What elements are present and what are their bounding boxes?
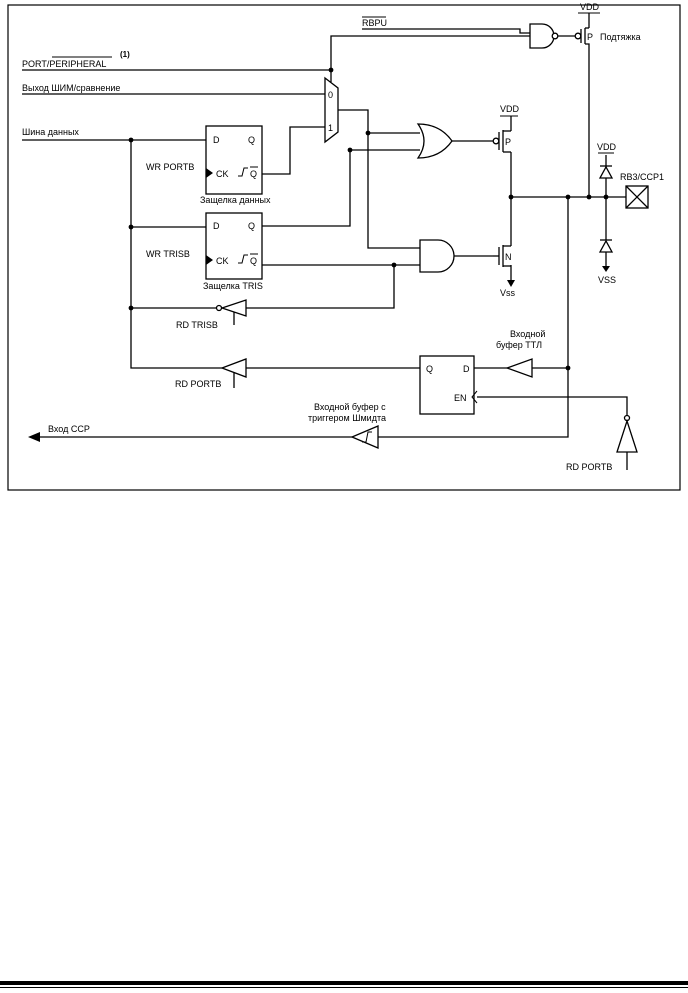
input-latch-en: EN	[454, 393, 467, 403]
data-latch	[205, 125, 263, 195]
data-latch-qbar: Q	[250, 169, 257, 179]
input-latch-d: D	[463, 364, 470, 374]
mux-1-label: 1	[328, 123, 333, 133]
tris-latch	[205, 212, 263, 280]
data-latch-ck: CK	[216, 169, 229, 179]
pullup-p-label: P	[587, 32, 593, 42]
rd-portb-bottom-label: RD PORTB	[566, 462, 612, 472]
ttl-label-2: буфер ТТЛ	[496, 340, 542, 350]
pullup-label: Подтяжка	[600, 32, 641, 42]
rd-portb-left-label: RD PORTB	[175, 379, 221, 389]
wr-portb-label: WR PORTB	[146, 162, 194, 172]
ttl-buffer	[505, 358, 533, 378]
rd-portb-buffer	[220, 358, 247, 388]
nand-gate	[529, 23, 559, 49]
vss-n-label: Vss	[500, 288, 516, 298]
schmitt-buffer	[350, 425, 379, 449]
schmitt-label-2: триггером Шмидта	[308, 413, 386, 423]
n-mos-label: N	[505, 252, 512, 262]
tris-latch-title: Защелка TRIS	[203, 281, 263, 291]
data-latch-title: Защелка данных	[200, 195, 271, 205]
vdd-top-label: VDD	[580, 2, 600, 12]
ccp-input-arrow	[28, 432, 40, 442]
junctions	[128, 67, 609, 371]
tris-latch-ck: CK	[216, 256, 229, 266]
p-mos-label: P	[505, 137, 511, 147]
vss-diode-label: VSS	[598, 275, 616, 285]
tris-latch-d: D	[213, 221, 220, 231]
vdd-p-label: VDD	[500, 104, 520, 114]
vdd-diode-label: VDD	[597, 142, 617, 152]
n-mosfet	[493, 245, 515, 287]
protection-diodes	[598, 152, 614, 272]
footer-rule-thin	[0, 987, 688, 988]
rd-trisb-label: RD TRISB	[176, 320, 218, 330]
ccp-input-label: Вход CCP	[48, 424, 90, 434]
input-latch-q: Q	[426, 364, 433, 374]
data-latch-q: Q	[248, 135, 255, 145]
diagram-frame	[7, 4, 681, 491]
en-inverter	[616, 414, 638, 453]
schmitt-label-1: Входной буфер с	[314, 402, 386, 412]
pin-label: RB3/CCP1	[620, 172, 664, 182]
pin-pad	[625, 185, 649, 209]
ttl-label-1: Входной	[510, 329, 545, 339]
footer-rule-thick	[0, 981, 688, 985]
footnote-marker: (1)	[120, 50, 130, 59]
or-gate	[416, 123, 453, 159]
multiplexer	[324, 76, 339, 144]
pullup-pmos	[574, 12, 600, 50]
pwm-label: Выход ШИМ/сравнение	[22, 83, 120, 93]
tris-latch-q: Q	[248, 221, 255, 231]
input-latch	[419, 355, 478, 415]
rbpu-label: RBPU	[362, 18, 387, 28]
p-mosfet	[492, 115, 518, 153]
and-gate	[419, 239, 455, 273]
data-latch-d: D	[213, 135, 220, 145]
port-peripheral-label: PORT/PERIPHERAL	[22, 59, 106, 69]
tris-latch-qbar: Q	[250, 256, 257, 266]
mux-0-label: 0	[328, 90, 333, 100]
wr-trisb-label: WR TRISB	[146, 249, 190, 259]
rd-trisb-buffer	[215, 299, 247, 325]
data-bus-label: Шина данных	[22, 127, 79, 137]
